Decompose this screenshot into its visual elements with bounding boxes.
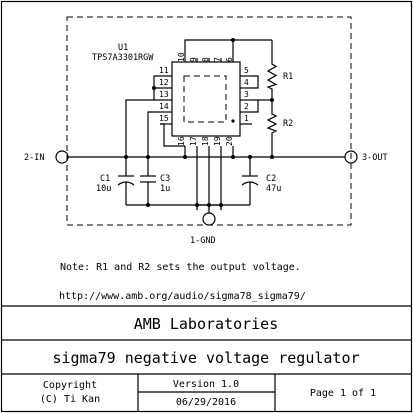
pin-2: 2 xyxy=(244,102,249,111)
capacitor-c1-ref: C1 xyxy=(100,174,110,184)
output-terminal-icon xyxy=(344,150,358,164)
port-output: 3-OUT xyxy=(344,150,388,164)
pin-5: 5 xyxy=(244,66,249,75)
page-number: Page 1 of 1 xyxy=(310,388,376,399)
copyright-line2: (C) Ti Kan xyxy=(40,394,100,405)
title-block: AMB Laboratories sigma79 negative voltag… xyxy=(2,305,411,411)
pin-20: 20 xyxy=(225,136,234,146)
pin-15: 15 xyxy=(159,114,169,123)
port-input: 2-IN xyxy=(24,150,69,164)
pin-18: 18 xyxy=(201,136,210,146)
pin-7: 7 xyxy=(213,57,222,62)
resistor-r2: R2 xyxy=(266,112,293,134)
pin-14: 14 xyxy=(159,102,169,111)
pin-9: 9 xyxy=(189,57,198,62)
ic-u1: U1 TPS7A3301RGW 10 9 8 7 6 11 12 13 14 1… xyxy=(92,43,252,146)
resistor-r2-label: R2 xyxy=(283,119,293,129)
port-ground-label: 1-GND xyxy=(190,236,216,246)
resistor-r1: R1 xyxy=(266,62,293,90)
pin-1: 1 xyxy=(244,114,249,123)
ic-part-label: TPS7A3301RGW xyxy=(92,53,154,63)
pin1-indicator xyxy=(231,119,235,123)
ic-ref-label: U1 xyxy=(118,43,128,53)
url-text: http://www.amb.org/audio/sigma78_sigma79… xyxy=(59,291,306,302)
pin-16: 16 xyxy=(177,136,186,146)
ic-body xyxy=(171,61,241,137)
capacitor-c2-ref: C2 xyxy=(266,174,276,184)
resistor-r1-label: R1 xyxy=(283,72,293,82)
input-terminal-icon xyxy=(55,150,69,164)
pin-4: 4 xyxy=(244,78,249,87)
ground-terminal-icon xyxy=(202,212,216,226)
pin-3: 3 xyxy=(244,90,249,99)
capacitor-c3-value: 1u xyxy=(160,184,170,194)
pin-13: 13 xyxy=(159,90,169,99)
capacitor-c1: C1 10u xyxy=(96,174,135,194)
junctions xyxy=(124,38,274,207)
version-text: Version 1.0 xyxy=(173,379,239,390)
capacitor-c3: C3 1u xyxy=(140,174,170,194)
capacitor-c1-value: 10u xyxy=(96,184,111,194)
port-input-label: 2-IN xyxy=(24,153,44,163)
port-output-label: 3-OUT xyxy=(362,153,388,163)
capacitor-c3-ref: C3 xyxy=(160,174,170,184)
date-text: 06/29/2016 xyxy=(176,397,236,408)
schematic-title: sigma79 negative voltage regulator xyxy=(52,349,359,367)
pin-10: 10 xyxy=(177,52,186,62)
pin-8: 8 xyxy=(201,57,210,62)
capacitor-c2: C2 47u xyxy=(241,174,281,194)
note-text: Note: R1 and R2 sets the output voltage. xyxy=(60,262,301,273)
copyright-line1: Copyright xyxy=(43,380,97,391)
port-ground: 1-GND xyxy=(190,212,216,246)
pin-11: 11 xyxy=(159,66,169,75)
pin-12: 12 xyxy=(159,78,169,87)
pin-19: 19 xyxy=(213,136,222,146)
pin-6: 6 xyxy=(225,57,234,62)
ic-thermal-pad xyxy=(183,75,227,123)
wires xyxy=(68,39,345,213)
capacitor-c2-value: 47u xyxy=(266,184,281,194)
pin-17: 17 xyxy=(189,136,198,146)
company-name: AMB Laboratories xyxy=(134,315,279,333)
